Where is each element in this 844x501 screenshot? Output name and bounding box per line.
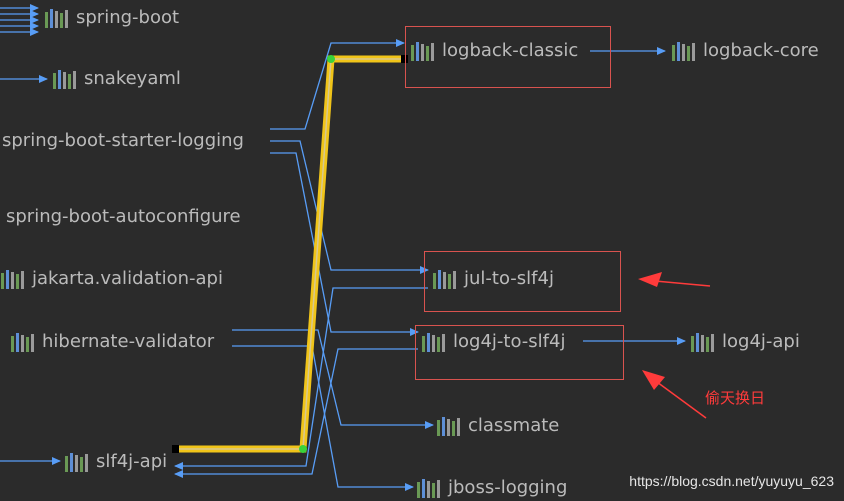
node-label: jul-to-slf4j — [464, 268, 554, 289]
node-label: spring-boot — [76, 7, 180, 28]
edge — [270, 39, 405, 130]
edge — [232, 329, 434, 429]
node-label: logback-core — [703, 40, 819, 61]
edge-handle[interactable] — [172, 445, 179, 453]
node-classmate[interactable]: classmate — [436, 416, 559, 436]
node-label: log4j-to-slf4j — [453, 331, 566, 352]
edge-handle[interactable] — [401, 55, 408, 63]
node-jul-to-slf4j[interactable]: jul-to-slf4j — [432, 269, 554, 289]
node-label: classmate — [468, 415, 560, 436]
edge-bend-point[interactable] — [327, 55, 335, 63]
library-bars-icon — [10, 332, 36, 352]
node-label: jakarta.validation-api — [32, 268, 223, 289]
node-spring-boot-starter-logging[interactable]: spring-boot-starter-logging — [2, 132, 244, 150]
node-hibernate-validator[interactable]: hibernate-validator — [10, 332, 214, 352]
library-bars-icon — [52, 69, 78, 89]
library-bars-icon — [44, 8, 70, 28]
node-label: slf4j-api — [96, 451, 168, 472]
library-bars-icon — [0, 269, 26, 289]
node-label: logback-classic — [442, 40, 579, 61]
annotation-text: 偷天换日 — [705, 389, 766, 407]
edge-bend-point[interactable] — [299, 445, 307, 453]
highlight-box-jul-to-slf4j — [424, 251, 621, 312]
node-jboss-logging[interactable]: jboss-logging — [416, 478, 567, 498]
highlight-box-log4j-to-slf4j — [415, 325, 624, 380]
node-snakeyaml[interactable]: snakeyaml — [52, 69, 181, 89]
node-logback-classic[interactable]: logback-classic — [410, 41, 578, 61]
node-log4j-api[interactable]: log4j-api — [690, 332, 800, 352]
edge — [174, 348, 418, 478]
library-bars-icon — [64, 452, 90, 472]
node-jakarta-validation-api[interactable]: jakarta.validation-api — [0, 269, 223, 289]
edge — [270, 152, 419, 336]
highlight-box-logback-classic — [405, 26, 611, 88]
node-label: jboss-logging — [448, 477, 568, 498]
library-bars-icon — [436, 416, 462, 436]
annotation-arrows — [638, 272, 711, 419]
node-spring-boot[interactable]: spring-boot — [44, 8, 179, 28]
library-bars-icon — [421, 332, 447, 352]
node-label: log4j-api — [722, 331, 800, 352]
node-label: hibernate-validator — [42, 331, 215, 352]
library-bars-icon — [416, 478, 442, 498]
node-label: spring-boot-starter-logging — [2, 130, 244, 151]
library-bars-icon — [410, 41, 436, 61]
edge — [270, 140, 429, 274]
library-bars-icon — [671, 41, 697, 61]
node-spring-boot-autoconfigure[interactable]: spring-boot-autoconfigure — [6, 208, 241, 226]
node-label: spring-boot-autoconfigure — [6, 206, 241, 227]
node-log4j-to-slf4j[interactable]: log4j-to-slf4j — [421, 332, 565, 352]
library-bars-icon — [690, 332, 716, 352]
node-logback-core[interactable]: logback-core — [671, 41, 819, 61]
node-label: snakeyaml — [84, 68, 181, 89]
node-slf4j-api[interactable]: slf4j-api — [64, 452, 167, 472]
highlighted-edge[interactable] — [172, 55, 408, 453]
edge-lines — [0, 4, 686, 491]
watermark: https://blog.csdn.net/yuyuyu_623 — [629, 473, 834, 489]
edge — [232, 345, 414, 491]
edge — [174, 287, 428, 470]
library-bars-icon — [432, 269, 458, 289]
